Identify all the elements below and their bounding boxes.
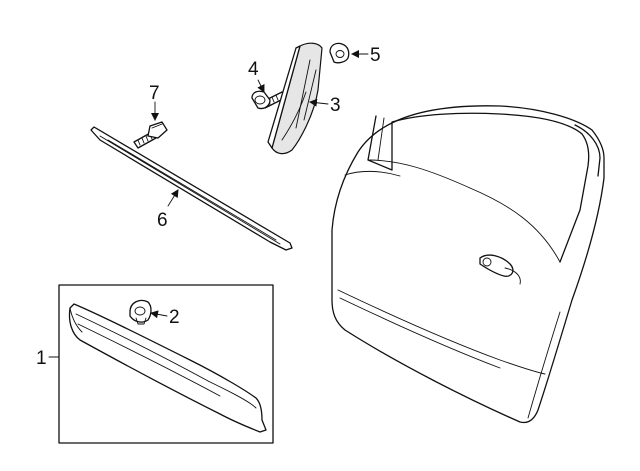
callout-7: 7 — [149, 83, 160, 104]
callout-labels: 1 2 3 4 5 6 7 — [36, 45, 381, 369]
front-door — [331, 105, 605, 424]
callout-5: 5 — [370, 45, 381, 66]
bolt-part-7 — [133, 121, 168, 149]
callout-3: 3 — [330, 95, 341, 116]
callout-1: 1 — [36, 348, 47, 369]
callout-leaders — [48, 50, 369, 358]
callout-2: 2 — [169, 307, 180, 328]
callout-6: 6 — [157, 210, 168, 231]
applique-part-3 — [267, 42, 323, 155]
nut-part-5 — [329, 42, 350, 64]
clip-part-2 — [129, 299, 152, 325]
inset-box — [58, 284, 274, 444]
bolt-part-4 — [251, 90, 286, 110]
callout-4: 4 — [248, 59, 259, 80]
weatherstrip-part-6 — [90, 126, 293, 251]
